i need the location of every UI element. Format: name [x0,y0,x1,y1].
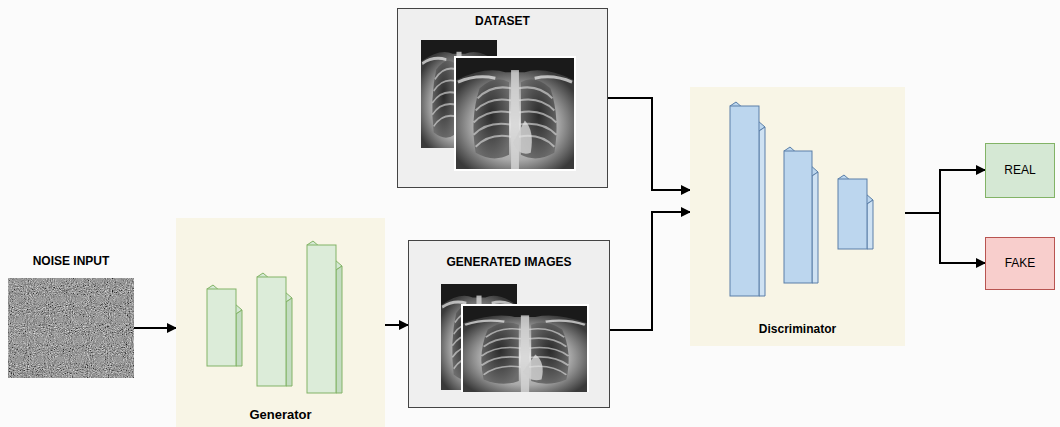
flow-arrow [608,98,690,190]
generated-xray-images [441,284,589,392]
node-label: DATASET [475,14,530,28]
discriminator-panel: Discriminator [690,87,905,346]
noise-image [8,278,134,378]
noise-image [8,278,134,378]
flow-arrow [610,212,690,330]
node-label: GENERATED IMAGES [446,255,571,269]
generated-images-box: GENERATED IMAGES [408,240,610,408]
node-label: REAL [1004,163,1035,177]
generator-layers [207,241,342,393]
output-box: FAKE [985,237,1055,290]
flow-arrow [385,324,408,326]
flow-arrow [134,327,176,329]
node-label: Discriminator [759,322,836,336]
xray-images [421,40,576,171]
node-label: Generator [249,407,311,423]
discriminator-layers [730,102,873,296]
output-box: REAL [985,143,1055,198]
node-label: FAKE [1005,256,1036,270]
dataset-box: DATASET [397,8,608,188]
flow-arrow [905,213,985,263]
generator-panel: Generator [176,218,385,427]
flow-arrow [905,170,985,213]
noise-input: NOISE INPUT [8,254,134,379]
node-label: NOISE INPUT [33,254,110,268]
